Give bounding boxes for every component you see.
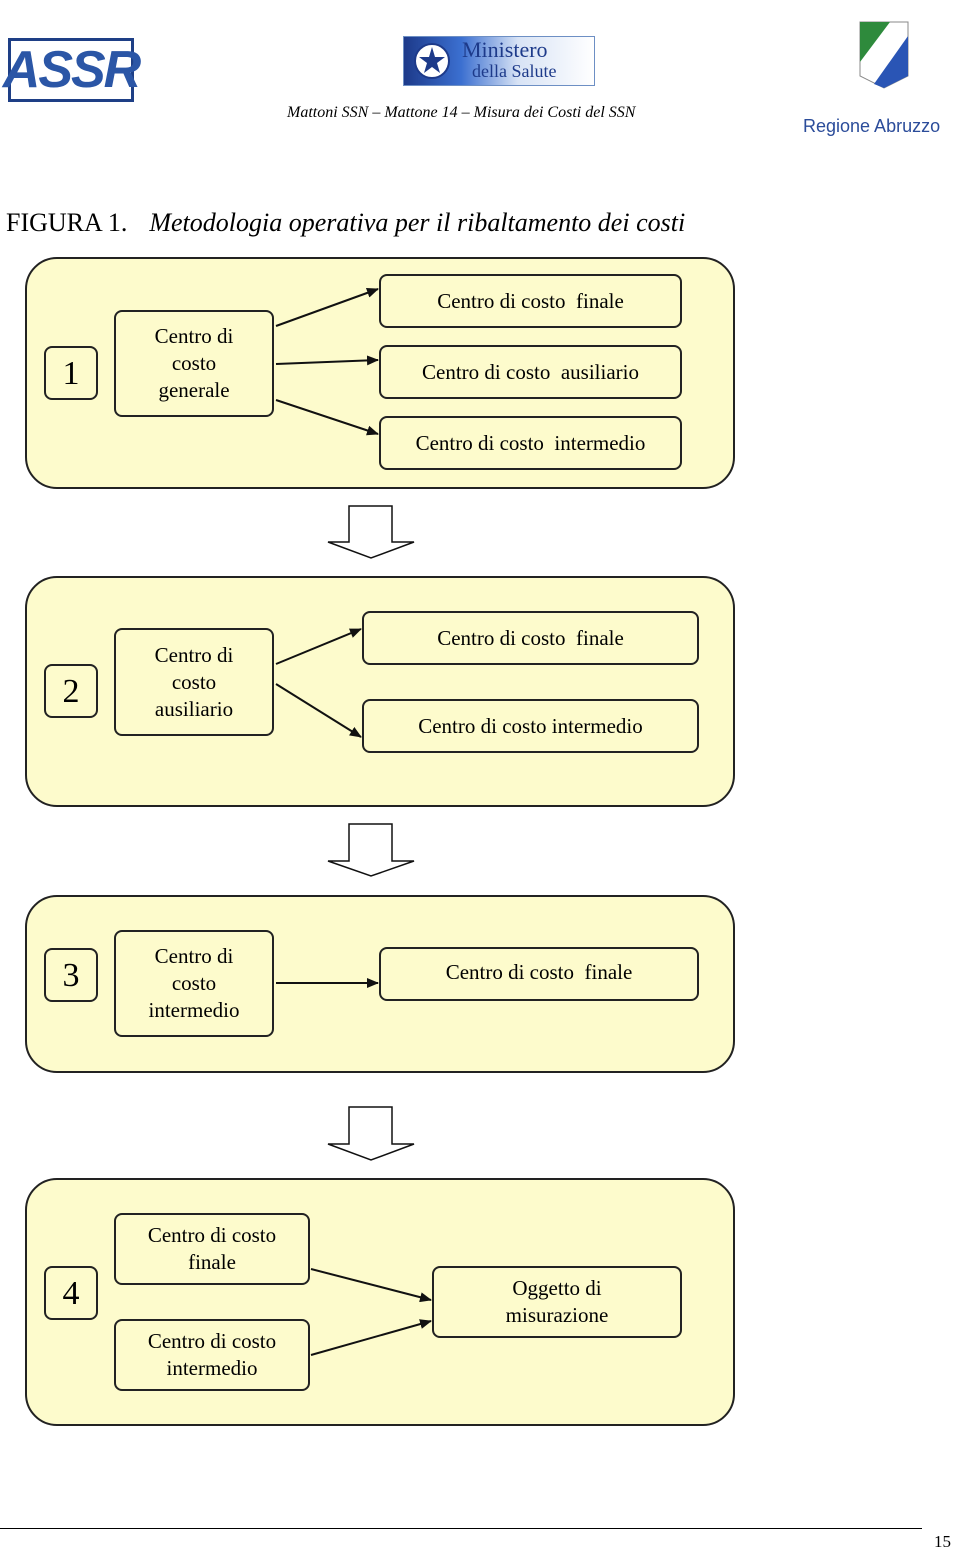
step-2-source-box: Centro di costo ausiliario	[114, 628, 274, 736]
step-4-source-intermedio-line2: intermedio	[166, 1356, 258, 1380]
step-4-target-line1: Oggetto di	[512, 1276, 602, 1300]
figure-title: FIGURA 1. Metodologia operativa per il ri…	[6, 208, 685, 238]
step-2-source-line1: Centro di	[154, 642, 234, 667]
step-4-target-box: Oggetto di misurazione	[432, 1266, 682, 1338]
down-arrow-2	[327, 823, 415, 877]
step-1-source-line1: Centro di	[154, 324, 234, 348]
step-1-target-intermedio: Centro di costo intermedio	[379, 416, 682, 470]
step-2-number: 2	[44, 664, 98, 718]
italian-emblem-icon	[414, 43, 450, 79]
ministero-salute-logo: Ministero della Salute	[403, 36, 595, 86]
regione-abruzzo-flag-icon	[859, 21, 909, 89]
figure-label: FIGURA 1.	[6, 208, 128, 237]
step-4-source-finale-line1: Centro di costo	[147, 1223, 277, 1247]
step-3-source-box: Centro di costo intermedio	[114, 930, 274, 1037]
step-3-number: 3	[44, 948, 98, 1002]
footer-rule	[0, 1528, 922, 1529]
document-title: Mattoni SSN – Mattone 14 – Misura dei Co…	[287, 104, 636, 121]
step-4-source-intermedio: Centro di costo intermedio	[114, 1319, 310, 1391]
region-name: Regione Abruzzo	[803, 116, 941, 136]
step-2-source-line2: costo	[171, 669, 217, 694]
step-1-number: 1	[44, 346, 98, 400]
step-1-target-finale: Centro di costo finale	[379, 274, 682, 328]
assr-logo: ASSR	[2, 38, 141, 102]
step-3-source-line3: intermedio	[148, 998, 240, 1022]
step-2-target-intermedio: Centro di costo intermedio	[362, 699, 699, 753]
down-arrow-1	[327, 505, 415, 559]
ministry-logo-line2: della Salute	[472, 61, 557, 81]
step-4-number: 4	[44, 1266, 98, 1320]
down-arrow-3	[327, 1106, 415, 1161]
step-3-target-finale: Centro di costo finale	[379, 947, 699, 1001]
ministry-logo-line1: Ministero	[462, 37, 548, 62]
step-4-source-finale: Centro di costo finale	[114, 1213, 310, 1285]
step-3-source-line2: costo	[171, 971, 217, 995]
step-4-target-line2: misurazione	[505, 1303, 609, 1327]
step-2-source-line3: ausiliario	[154, 696, 234, 721]
step-1-source-line3: generale	[158, 378, 230, 402]
step-2-target-finale: Centro di costo finale	[362, 611, 699, 665]
assr-logo-text: ASSR	[2, 41, 141, 99]
step-1-source-line2: costo	[171, 351, 217, 375]
step-4-source-finale-line2: finale	[188, 1250, 236, 1274]
step-1-target-ausiliario: Centro di costo ausiliario	[379, 345, 682, 399]
figure-caption: Metodologia operativa per il ribaltament…	[149, 208, 686, 237]
step-1-source-box: Centro di costo generale	[114, 310, 274, 417]
step-3-source-line1: Centro di	[154, 944, 234, 968]
step-4-source-intermedio-line1: Centro di costo	[147, 1329, 277, 1353]
page-number: 15	[934, 1532, 951, 1551]
